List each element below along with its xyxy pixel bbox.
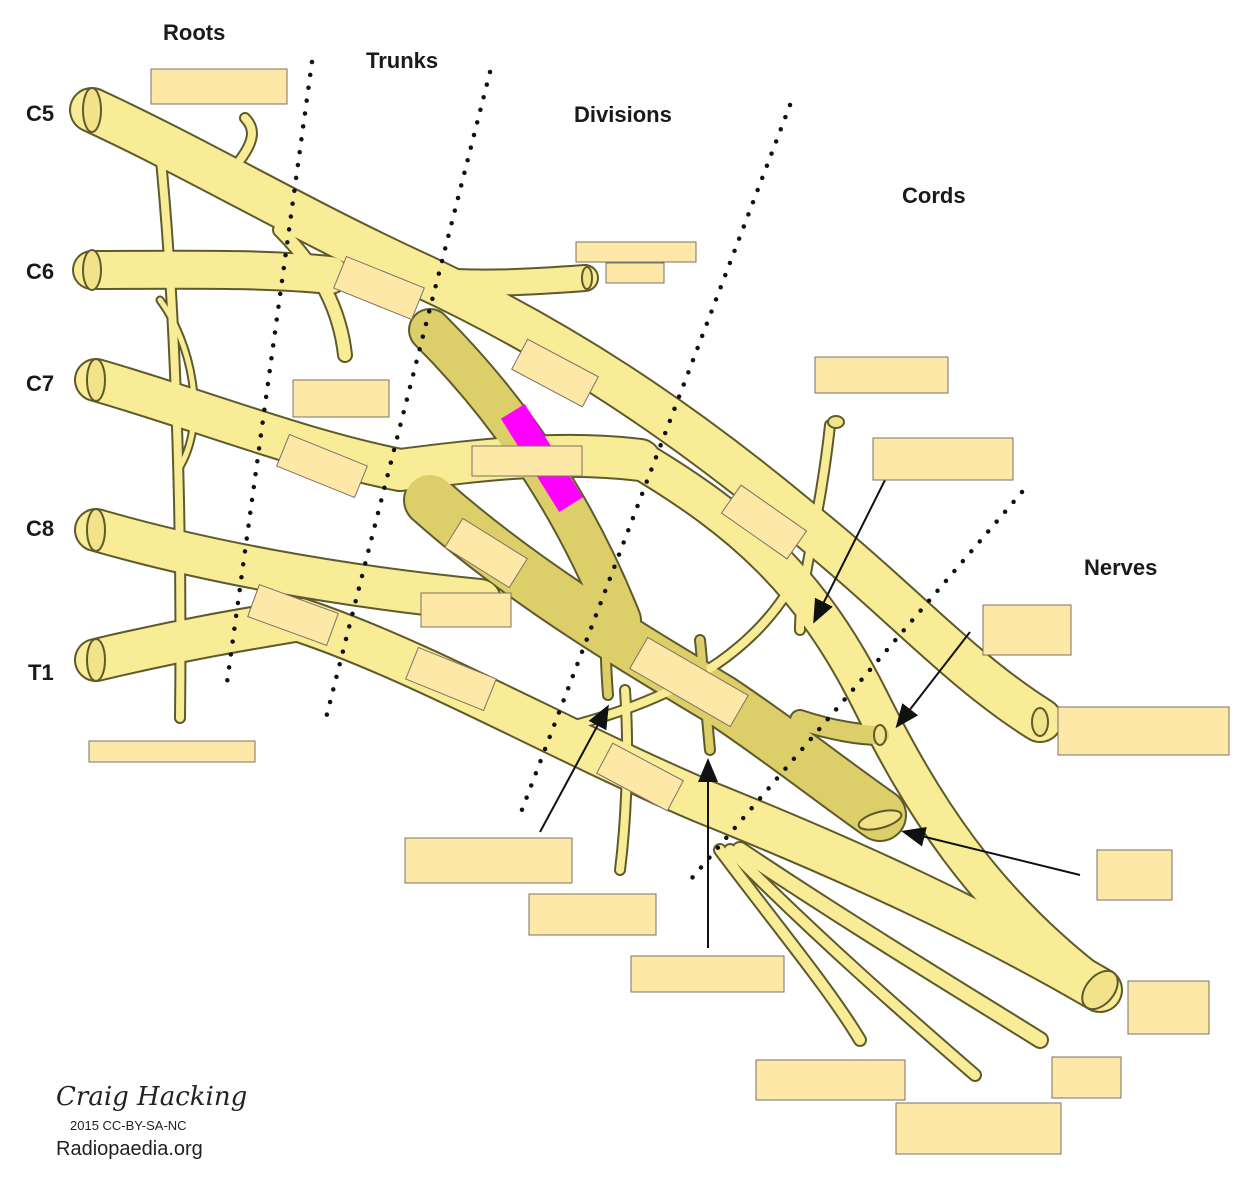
label-box (631, 956, 784, 992)
label-box (1058, 707, 1229, 755)
label-box (576, 242, 696, 262)
label-box (421, 593, 511, 627)
header-roots: Roots (163, 20, 225, 46)
label-box (815, 357, 948, 393)
label-box (405, 838, 572, 883)
header-divisions: Divisions (574, 102, 672, 128)
credit-signature: Craig Hacking (56, 1082, 247, 1112)
label-box (529, 894, 656, 935)
label-box (1097, 850, 1172, 900)
label-box (1052, 1057, 1121, 1098)
label-box (472, 446, 582, 476)
label-box (983, 605, 1071, 655)
root-label-t1: T1 (28, 660, 54, 686)
root-label-c6: C6 (26, 259, 54, 285)
header-trunks: Trunks (366, 48, 438, 74)
label-box (896, 1103, 1061, 1154)
header-nerves: Nerves (1084, 555, 1157, 581)
root-label-c7: C7 (26, 371, 54, 397)
label-box (293, 380, 389, 417)
root-label-c5: C5 (26, 101, 54, 127)
label-box (89, 741, 255, 762)
header-cords: Cords (902, 183, 966, 209)
credit-site: Radiopaedia.org (56, 1138, 203, 1161)
label-box (873, 438, 1013, 480)
credit-license: 2015 CC-BY-SA-NC (70, 1118, 187, 1133)
label-box (606, 263, 664, 283)
label-box (1128, 981, 1209, 1034)
root-label-c8: C8 (26, 516, 54, 542)
label-box (151, 69, 287, 104)
label-box (756, 1060, 905, 1100)
